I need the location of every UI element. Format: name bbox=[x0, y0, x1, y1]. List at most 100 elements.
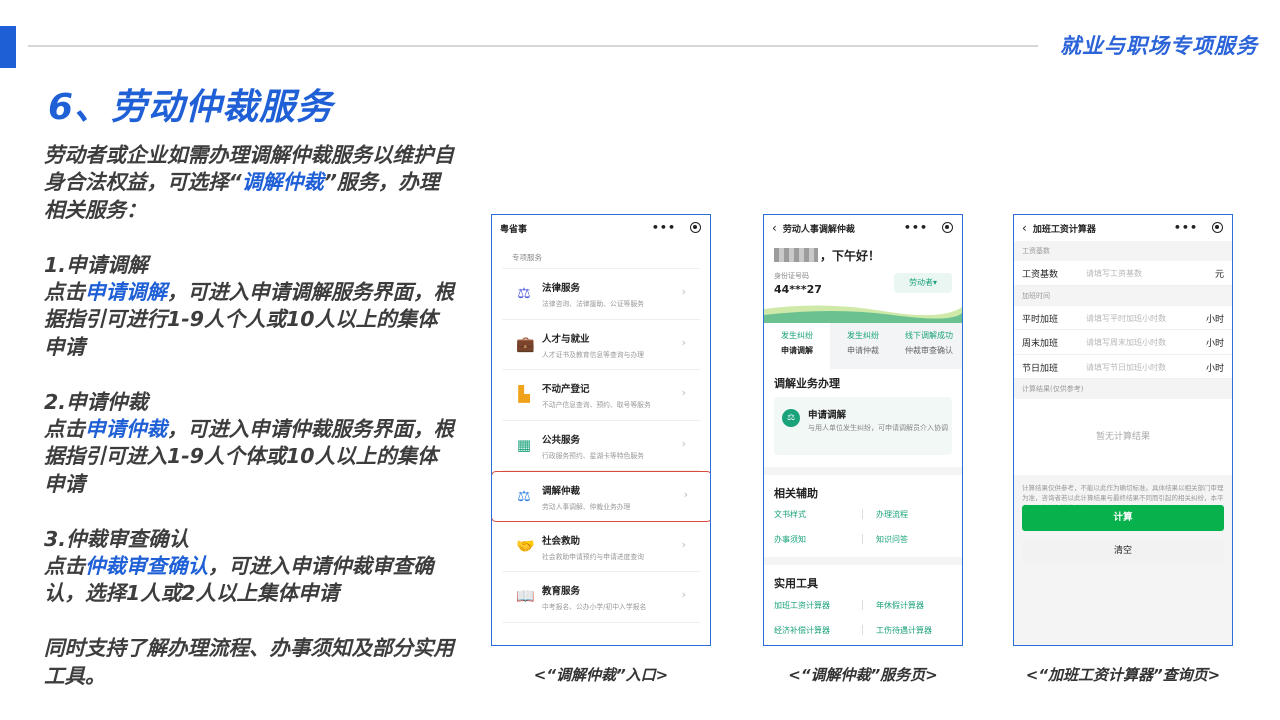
link-divider bbox=[862, 509, 863, 519]
field-label: 平时加班 bbox=[1022, 314, 1059, 325]
house-icon: ▙ bbox=[518, 385, 530, 403]
salary-input[interactable]: 请填写工资基数 bbox=[1086, 269, 1142, 278]
briefcase-icon: 💼 bbox=[516, 334, 535, 353]
field-label: 周末加班 bbox=[1022, 339, 1059, 349]
item2-title: 2.申请仲裁 bbox=[44, 389, 149, 414]
link-divider bbox=[862, 625, 863, 635]
close-miniprogram-icon[interactable] bbox=[690, 222, 701, 233]
item1-title: 1.申请调解 bbox=[44, 252, 149, 277]
link-overtime-calculator[interactable]: 加班工资计算器 bbox=[774, 601, 830, 610]
accent-bar bbox=[0, 26, 16, 68]
item1-highlight: 申请调解 bbox=[85, 280, 167, 305]
service-name: 公共服务 bbox=[542, 434, 581, 446]
phone-calculator-screenshot: ‹ 加班工资计算器 ••• 工资基数 工资基数 请填写工资基数 元 加班时间 平… bbox=[1013, 214, 1233, 646]
business-title: 调解业务办理 bbox=[774, 377, 840, 390]
link-injury-calculator[interactable]: 工伤待遇计算器 bbox=[876, 626, 932, 635]
scale-icon: ⚖ bbox=[782, 409, 800, 427]
back-icon[interactable]: ‹ bbox=[772, 221, 777, 235]
service-subtitle: 不动产信息查询、预约、取号等服务 bbox=[542, 401, 651, 409]
service-item[interactable]: ▦公共服务行政服务预约、星湖卡等特色服务› bbox=[502, 421, 700, 471]
gavel-icon: ⚖ bbox=[517, 284, 531, 302]
holiday-hours-input[interactable]: 请填写节日加班小时数 bbox=[1086, 362, 1166, 372]
clear-button[interactable]: 清空 bbox=[1022, 539, 1224, 563]
calculate-button[interactable]: 计算 bbox=[1022, 505, 1224, 531]
chevron-right-icon: › bbox=[681, 386, 686, 399]
service-subtitle: 社会救助申请预约与申请进度查询 bbox=[542, 552, 644, 561]
weekend-overtime-field[interactable]: 周末加班 请填写周末加班小时数 小时 bbox=[1014, 330, 1232, 355]
decorative-wave bbox=[764, 305, 962, 323]
more-icon[interactable]: ••• bbox=[651, 221, 676, 234]
grid-icon: ▦ bbox=[516, 435, 532, 454]
more-icon[interactable]: ••• bbox=[903, 221, 928, 234]
caption-calculator: <“加班工资计算器”查询页> bbox=[1025, 666, 1221, 684]
service-subtitle: 中考报名、公办小学/初中入学报名 bbox=[542, 603, 647, 611]
item3-highlight: 仲裁审查确认 bbox=[85, 554, 208, 579]
service-list: ⚖法律服务法律咨询、法律援助、公证等服务›💼人才与就业人才证书及教育信息等查询与… bbox=[492, 269, 710, 623]
phone-entry-screenshot: 粤省事 ••• 专项服务 ⚖法律服务法律咨询、法律援助、公证等服务›💼人才与就业… bbox=[491, 214, 711, 646]
role-selector[interactable]: 劳动者▾ bbox=[894, 273, 952, 293]
service-name: 教育服务 bbox=[542, 586, 581, 597]
phone2-app-title: 劳动人事调解仲裁 bbox=[782, 224, 855, 235]
divider bbox=[764, 467, 962, 475]
tab-apply-mediation[interactable]: 发生纠纷申请调解 bbox=[764, 323, 830, 369]
link-document-templates[interactable]: 文书样式 bbox=[774, 510, 806, 519]
field-unit: 小时 bbox=[1205, 363, 1224, 374]
service-name: 社会救助 bbox=[542, 535, 581, 547]
id-label: 身份证号码 bbox=[774, 272, 809, 280]
caption-service: <“调解仲裁”服务页> bbox=[788, 666, 938, 684]
salary-field[interactable]: 工资基数 请填写工资基数 元 bbox=[1014, 261, 1232, 286]
link-process[interactable]: 办理流程 bbox=[876, 510, 908, 519]
chevron-right-icon: › bbox=[681, 588, 686, 601]
blurred-name bbox=[774, 248, 818, 262]
holiday-overtime-field[interactable]: 节日加班 请填写节日加班小时数 小时 bbox=[1014, 355, 1232, 379]
header-divider bbox=[28, 45, 1038, 47]
phone1-topbar: 粤省事 ••• bbox=[492, 215, 710, 241]
overtime-section-label: 加班时间 bbox=[1014, 285, 1232, 306]
page-title: 6、劳动仲裁服务 bbox=[48, 87, 334, 128]
service-name: 法律服务 bbox=[542, 283, 581, 294]
link-notice[interactable]: 办事须知 bbox=[774, 535, 806, 544]
item2-text: 点击申请仲裁，可进入申请仲裁服务界面，根据指引可进入1-9人个体或10人以上的集… bbox=[44, 417, 454, 496]
close-miniprogram-icon[interactable] bbox=[942, 222, 953, 233]
tab-apply-arbitration[interactable]: 发生纠纷申请仲裁 bbox=[847, 331, 879, 355]
service-tabs: 发生纠纷申请调解 发生纠纷申请仲裁 线下调解成功仲裁审查确认 bbox=[764, 323, 962, 369]
intro-highlight: 调解仲裁 bbox=[241, 170, 324, 195]
link-compensation-calculator[interactable]: 经济补偿计算器 bbox=[774, 626, 830, 635]
result-section-label: 计算结果(仅供参考) bbox=[1014, 379, 1232, 399]
tab-arbitration-review[interactable]: 线下调解成功仲裁审查确认 bbox=[905, 331, 953, 355]
weekday-hours-input[interactable]: 请填写平时加班小时数 bbox=[1086, 313, 1166, 323]
book-icon: 📖 bbox=[516, 587, 535, 605]
phone3-topbar: ‹ 加班工资计算器 ••• bbox=[1014, 215, 1232, 241]
link-annual-leave-calculator[interactable]: 年休假计算器 bbox=[876, 601, 924, 610]
apply-mediation-card[interactable]: ⚖ 申请调解 与用人单位发生纠纷，可申请调解员介入协调 bbox=[774, 397, 952, 455]
handshake-icon: 🤝 bbox=[516, 536, 535, 555]
service-name: 调解仲裁 bbox=[542, 486, 581, 497]
more-icon[interactable]: ••• bbox=[1173, 221, 1198, 234]
result-empty: 暂无计算结果 bbox=[1014, 399, 1232, 475]
service-item[interactable]: ▙不动产登记不动产信息查询、预约、取号等服务› bbox=[502, 370, 700, 421]
service-item[interactable]: 🤝 社会救助社会救助申请预约与申请进度查询 › bbox=[502, 522, 700, 572]
chevron-right-icon: › bbox=[681, 436, 686, 450]
closing-text: 同时支持了解办理流程、办事须知及部分实用工具。 bbox=[44, 636, 454, 688]
service-item[interactable]: 📖 教育服务中考报名、公办小学/初中入学报名 › bbox=[502, 572, 700, 623]
salary-unit: 元 bbox=[1214, 270, 1224, 280]
chevron-right-icon: › bbox=[681, 537, 686, 551]
intro-paragraph: 劳动者或企业如需办理调解仲裁服务以维护自身合法权益，可选择“调解仲裁”服务，办理… bbox=[44, 143, 454, 222]
item3-text: 点击仲裁审查确认，可进入申请仲裁审查确认，选择1人或2人以上集体申请 bbox=[44, 554, 434, 606]
id-value: 44***27 bbox=[774, 283, 822, 296]
close-miniprogram-icon[interactable] bbox=[1212, 222, 1223, 233]
weekend-hours-input[interactable]: 请填写周末加班小时数 bbox=[1086, 338, 1166, 347]
assist-title: 相关辅助 bbox=[774, 487, 818, 500]
link-qa[interactable]: 知识问答 bbox=[876, 535, 908, 544]
service-item[interactable]: ⚖法律服务法律咨询、法律援助、公证等服务› bbox=[502, 269, 700, 320]
chevron-right-icon: › bbox=[683, 488, 688, 501]
chevron-right-icon: › bbox=[681, 335, 686, 349]
divider bbox=[764, 557, 962, 565]
service-subtitle: 劳动人事调解、仲裁业务办理 bbox=[542, 503, 631, 511]
link-divider bbox=[862, 600, 863, 610]
back-icon[interactable]: ‹ bbox=[1022, 221, 1027, 235]
weekday-overtime-field[interactable]: 平时加班 请填写平时加班小时数 小时 bbox=[1014, 306, 1232, 330]
service-item[interactable]: ⚖调解仲裁劳动人事调解、仲裁业务办理› bbox=[492, 471, 710, 522]
service-subtitle: 人才证书及教育信息等查询与办理 bbox=[542, 350, 644, 359]
service-item[interactable]: 💼人才与就业人才证书及教育信息等查询与办理› bbox=[502, 320, 700, 370]
